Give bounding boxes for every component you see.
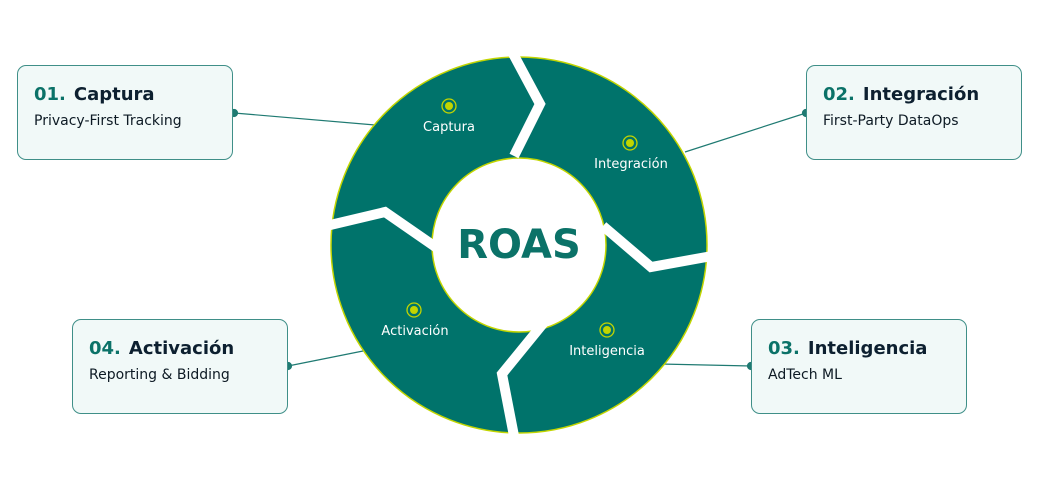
center-title: ROAS bbox=[457, 222, 581, 268]
card-subtitle: AdTech ML bbox=[768, 367, 842, 383]
segment-gaps bbox=[324, 45, 713, 437]
card-integracion: 02. Integración First-Party DataOps bbox=[806, 65, 1022, 160]
card-subtitle: Reporting & Bidding bbox=[89, 367, 230, 383]
segment-markers bbox=[406, 98, 638, 338]
card-number: 02. bbox=[823, 84, 855, 105]
connector-integracion bbox=[684, 112, 807, 153]
target-icon bbox=[622, 135, 638, 151]
card-number: 03. bbox=[768, 338, 800, 359]
card-number: 04. bbox=[89, 338, 121, 359]
target-icon bbox=[406, 302, 422, 318]
card-title: Inteligencia bbox=[807, 338, 928, 359]
segment-label-captura: Captura bbox=[423, 120, 475, 135]
gap-bottom bbox=[496, 316, 550, 437]
connector-captura bbox=[233, 112, 376, 126]
card-captura: 01. Captura Privacy-First Tracking bbox=[17, 65, 233, 160]
target-icon bbox=[599, 322, 615, 338]
gap-right bbox=[599, 222, 713, 273]
gap-left bbox=[324, 206, 440, 253]
card-subtitle: First-Party DataOps bbox=[823, 113, 959, 129]
segment-label-activacion: Activación bbox=[381, 324, 449, 339]
gap-top bbox=[505, 45, 546, 159]
card-subtitle: Privacy-First Tracking bbox=[34, 113, 182, 129]
card-title: Activación bbox=[128, 338, 235, 359]
card-number: 01. bbox=[34, 84, 66, 105]
card-activacion: 04. Activación Reporting & Bidding bbox=[72, 319, 288, 414]
card-inteligencia: 03. Inteligencia AdTech ML bbox=[751, 319, 967, 414]
segment-label-integracion: Integración bbox=[594, 157, 668, 172]
card-title: Captura bbox=[73, 84, 155, 105]
connector-activacion bbox=[287, 349, 369, 367]
target-icon bbox=[441, 98, 457, 114]
card-title: Integración bbox=[862, 84, 980, 105]
segment-label-inteligencia: Inteligencia bbox=[569, 344, 645, 359]
connector-inteligencia bbox=[659, 363, 752, 367]
